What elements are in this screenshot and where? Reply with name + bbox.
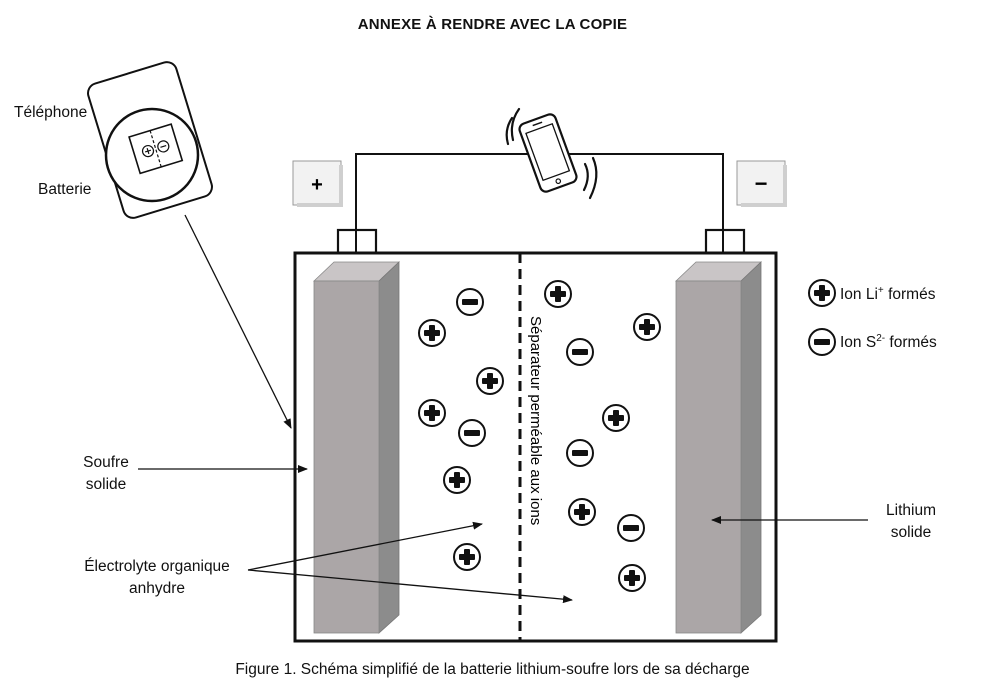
s-ion [566, 439, 594, 467]
li-ion [476, 367, 504, 395]
smartphone-icon [518, 113, 578, 193]
s-ion [566, 338, 594, 366]
electrolyte-arrow-right [247, 569, 573, 604]
li-ion [633, 313, 661, 341]
legend-s-suffix: formés [885, 334, 937, 351]
lithium-label: Lithium solide [866, 500, 956, 544]
legend-li-symbol [808, 279, 836, 307]
lithium-electrode [674, 261, 763, 634]
legend-symbols [808, 279, 836, 356]
figure-caption: Figure 1. Schéma simplifié de la batteri… [235, 661, 750, 678]
legend-s-prefix: Ion S [840, 334, 877, 351]
soufre-label: Soufre solide [64, 452, 148, 496]
legend-s-charge: 2- [876, 332, 886, 344]
electrolyte-label-line1: Électrolyte organique [84, 558, 230, 575]
legend-s-text: Ion S2- formés [840, 332, 937, 354]
legend-li-prefix: Ion Li [840, 286, 878, 303]
electrolyte-label-line2: anhydre [128, 580, 185, 597]
li-ion [568, 498, 596, 526]
page-heading: ANNEXE À RENDRE AVEC LA COPIE [357, 16, 628, 33]
s-ion [617, 514, 645, 542]
li-ion [418, 319, 446, 347]
soufre-label-line1: Soufre [83, 454, 129, 471]
sulfur-electrode [312, 261, 401, 634]
lithium-label-line1: Lithium [886, 502, 936, 519]
s-ion [456, 288, 484, 316]
li-ion [602, 404, 630, 432]
s-ion [458, 419, 486, 447]
lithium-label-line2: solide [890, 524, 932, 541]
positive-terminal-sign: + [311, 174, 323, 196]
ions-layer [418, 280, 661, 592]
li-ion [443, 466, 471, 494]
negative-terminal-box [736, 160, 787, 207]
batterie-label: Batterie [38, 181, 92, 198]
electrolyte-label: Électrolyte organique anhydre [62, 556, 252, 600]
vibration-waves-icon [505, 107, 598, 200]
legend-li-suffix: formés [883, 286, 936, 303]
li-ion [418, 399, 446, 427]
legend-li-text: Ion Li+ formés [840, 284, 935, 306]
legend-li-charge: + [877, 284, 884, 296]
negative-connector [704, 228, 746, 256]
soufre-label-line2: solide [85, 476, 127, 493]
li-ion [618, 564, 646, 592]
li-ion [544, 280, 572, 308]
separator-label: Séparateur perméable aux ions [527, 316, 544, 525]
electrolyte-arrow-left [247, 521, 483, 571]
positive-terminal-box [292, 160, 343, 207]
negative-terminal-sign: − [755, 171, 768, 196]
li-ion [453, 543, 481, 571]
legend-s-symbol [808, 328, 836, 356]
phone-with-battery-icon [87, 61, 213, 219]
batterie-pointer-arrow [184, 214, 292, 429]
telephone-label: Téléphone [14, 104, 88, 121]
